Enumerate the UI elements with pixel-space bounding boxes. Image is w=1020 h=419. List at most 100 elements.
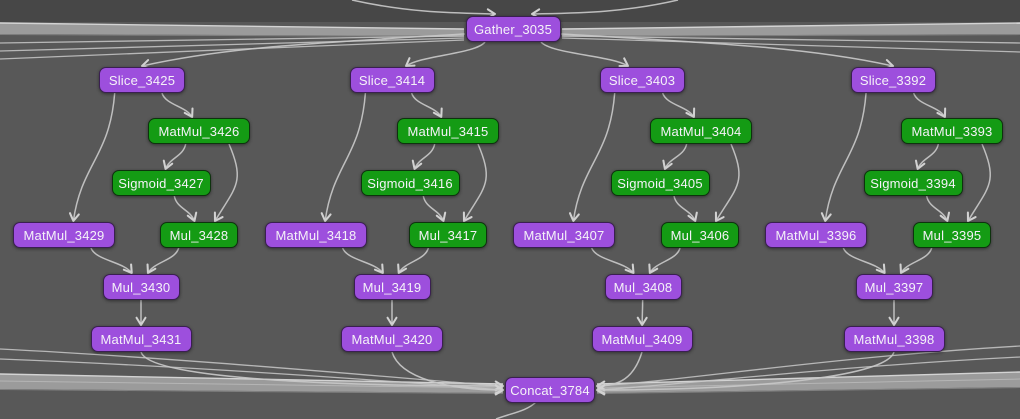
node-label: Mul_3408 [613, 279, 673, 295]
edge-Mul_3395-to-Mul_3397 [899, 247, 933, 275]
node-label: Mul_3397 [864, 279, 924, 295]
node-Mul_3397[interactable]: Mul_3397 [855, 274, 933, 300]
node-Slice_3425[interactable]: Slice_3425 [99, 67, 185, 93]
edge-MatMul_3396-to-Mul_3397 [842, 247, 886, 275]
node-MatMul_3404[interactable]: MatMul_3404 [650, 118, 752, 144]
edge-Sigmoid_3405-to-Mul_3406 [673, 195, 698, 223]
node-Sigmoid_3405[interactable]: Sigmoid_3405 [610, 170, 710, 196]
node-MatMul_3426[interactable]: MatMul_3426 [148, 118, 250, 144]
edge-Gather_3035-to-Slice_3425 [140, 33, 465, 70]
node-label: MatMul_3396 [775, 227, 857, 243]
edge-MatMul_3420-to-Concat_3784 [391, 351, 505, 396]
node-label: Gather_3035 [473, 21, 553, 37]
edge-into-concat [597, 345, 1020, 391]
edge-MatMul_3426-to-Sigmoid_3427 [162, 143, 187, 171]
node-label: Sigmoid_3405 [617, 175, 703, 191]
node-Mul_3428[interactable]: Mul_3428 [160, 222, 238, 248]
edge-Mul_3428-to-Mul_3430 [146, 247, 180, 275]
node-Mul_3430[interactable]: Mul_3430 [102, 274, 180, 300]
node-label: MatMul_3407 [523, 227, 605, 243]
node-MatMul_3418[interactable]: MatMul_3418 [265, 222, 367, 248]
edge-MatMul_3415-to-Mul_3417 [462, 143, 487, 223]
edge-Slice_3392-to-MatMul_3393 [912, 92, 947, 119]
node-MatMul_3415[interactable]: MatMul_3415 [397, 118, 499, 144]
edge-into-gather [351, 0, 497, 20]
node-MatMul_3409[interactable]: MatMul_3409 [591, 326, 693, 352]
edge-into-concat [597, 356, 1020, 395]
bundle-shade [561, 33, 1020, 38]
edge-Slice_3425-to-MatMul_3426 [161, 92, 194, 119]
node-Mul_3406[interactable]: Mul_3406 [661, 222, 739, 248]
node-label: MatMul_3398 [853, 331, 935, 347]
node-label: Mul_3406 [670, 227, 730, 243]
bundle-shade [0, 388, 504, 395]
node-label: Mul_3419 [362, 279, 422, 295]
node-MatMul_3398[interactable]: MatMul_3398 [843, 326, 945, 352]
edge-into-concat [0, 348, 503, 391]
bundle-inner-line [596, 378, 1020, 389]
node-Slice_3414[interactable]: Slice_3414 [349, 67, 435, 93]
node-MatMul_3396[interactable]: MatMul_3396 [765, 222, 867, 248]
edge-Sigmoid_3394-to-Mul_3395 [925, 195, 951, 223]
edge-Mul_3406-to-Mul_3408 [648, 247, 681, 275]
bundle-inner-line [0, 380, 504, 389]
node-MatMul_3407[interactable]: MatMul_3407 [513, 222, 615, 248]
edge-Slice_3392-to-MatMul_3396 [820, 92, 867, 223]
edge-MatMul_3398-to-Concat_3784 [595, 351, 895, 396]
node-Mul_3419[interactable]: Mul_3419 [353, 274, 431, 300]
edge-Slice_3425-to-MatMul_3429 [68, 92, 116, 223]
node-label: Slice_3392 [859, 72, 927, 88]
edge-MatMul_3418-to-Mul_3419 [341, 247, 384, 275]
bundle-highlight [596, 371, 1020, 385]
node-Slice_3403[interactable]: Slice_3403 [599, 67, 685, 93]
node-label: Slice_3414 [358, 72, 426, 88]
node-MatMul_3431[interactable]: MatMul_3431 [90, 326, 192, 352]
node-Slice_3392[interactable]: Slice_3392 [850, 67, 936, 93]
node-Concat_3784[interactable]: Concat_3784 [505, 377, 595, 403]
node-Sigmoid_3427[interactable]: Sigmoid_3427 [111, 170, 211, 196]
bundle-highlight [561, 22, 1020, 30]
edge-Sigmoid_3427-to-Mul_3428 [173, 195, 198, 223]
concat-output-edge [495, 401, 537, 419]
edge-MatMul_3404-to-Sigmoid_3405 [662, 143, 688, 171]
node-MatMul_3420[interactable]: MatMul_3420 [341, 326, 443, 352]
node-Sigmoid_3416[interactable]: Sigmoid_3416 [360, 170, 460, 196]
top-offscreen-region [0, 0, 1020, 22]
bundle-stray-edge [561, 37, 1020, 53]
edge-bundle-top-left [0, 23, 464, 36]
node-Mul_3417[interactable]: Mul_3417 [409, 222, 487, 248]
bundle-shade [0, 33, 465, 38]
node-label: Sigmoid_3416 [367, 175, 453, 191]
node-Sigmoid_3394[interactable]: Sigmoid_3394 [863, 170, 963, 196]
node-label: Sigmoid_3427 [118, 175, 204, 191]
edge-MatMul_3404-to-Mul_3406 [714, 143, 740, 223]
edge-MatMul_3431-to-Concat_3784 [140, 351, 505, 392]
node-Mul_3395[interactable]: Mul_3395 [913, 222, 991, 248]
edge-bundle-bottom-left [0, 374, 503, 393]
node-label: Slice_3403 [608, 72, 676, 88]
node-label: Slice_3425 [108, 72, 176, 88]
edge-bundle-top [0, 22, 1020, 60]
bundle-stray-edge [0, 39, 465, 60]
bundle-shade [596, 386, 1020, 395]
node-edges [68, 33, 991, 396]
node-label: Concat_3784 [510, 382, 590, 398]
node-MatMul_3429[interactable]: MatMul_3429 [13, 222, 115, 248]
edge-Slice_3414-to-MatMul_3415 [410, 92, 443, 119]
edge-MatMul_3407-to-Mul_3408 [590, 247, 635, 275]
edge-into-concat [0, 358, 503, 395]
edge-Slice_3403-to-MatMul_3407 [568, 92, 616, 223]
edge-Slice_3403-to-MatMul_3404 [661, 92, 696, 119]
node-label: Mul_3395 [922, 227, 982, 243]
node-label: MatMul_3431 [100, 331, 182, 347]
edge-MatMul_3429-to-Mul_3430 [90, 247, 133, 275]
node-label: Mul_3428 [169, 227, 229, 243]
edge-Gather_3035-to-Slice_3392 [561, 33, 895, 70]
node-label: Mul_3430 [111, 279, 171, 295]
node-Gather_3035[interactable]: Gather_3035 [465, 16, 561, 42]
edge-into-gather [530, 0, 679, 20]
node-MatMul_3393[interactable]: MatMul_3393 [901, 118, 1003, 144]
node-Mul_3408[interactable]: Mul_3408 [604, 274, 682, 300]
